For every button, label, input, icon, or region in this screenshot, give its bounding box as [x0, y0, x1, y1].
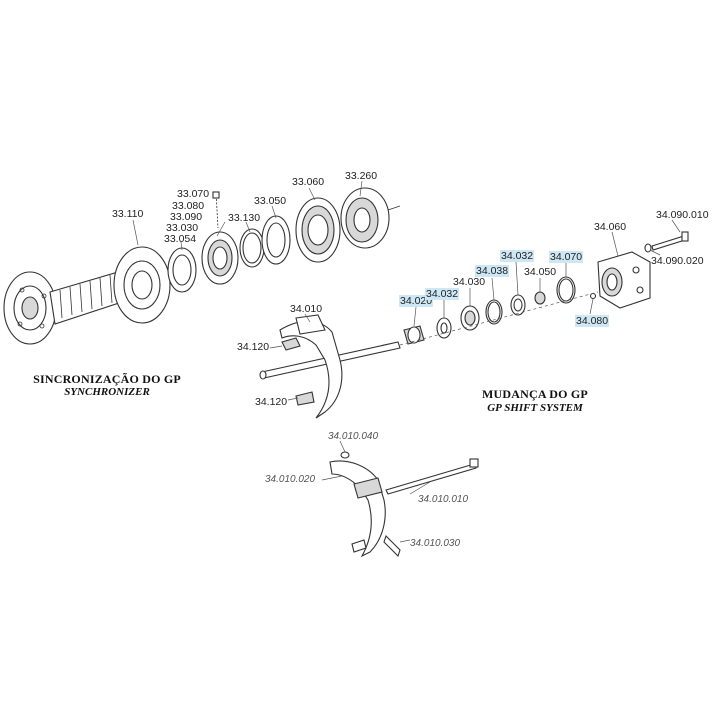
- output-shaft-flange: [3, 269, 129, 345]
- part-34-010-fork: [279, 314, 343, 419]
- label-33-080: 33.080: [172, 200, 205, 212]
- part-33-050-ring: [261, 215, 291, 265]
- label-34-120-lower: 34.120: [255, 396, 288, 408]
- label-33-110: 33.110: [112, 208, 144, 220]
- label-34-120-upper: 34.120: [237, 341, 270, 353]
- label-33-130: 33.130: [228, 212, 261, 224]
- label-34-070: 34.070: [549, 251, 584, 263]
- caption-shift-title: MUDANÇA DO GP: [482, 387, 588, 401]
- caption-sync-title: SINCRONIZAÇÃO DO GP: [33, 372, 181, 386]
- part-33-260-housing: [340, 187, 401, 249]
- label-33-070: 33.070: [177, 188, 210, 200]
- part-34-090-washer: [644, 243, 652, 253]
- label-34-032-b: 34.032: [500, 250, 535, 262]
- label-34-080: 34.080: [575, 315, 610, 327]
- part-33-130-snap-ring: [239, 228, 265, 268]
- label-34-020: 34.020: [399, 295, 434, 307]
- caption-shift-subtitle: GP SHIFT SYSTEM: [487, 402, 583, 414]
- label-34-060: 34.060: [594, 221, 627, 233]
- part-34-038-oring: [485, 299, 503, 325]
- label-34-010: 34.010: [290, 303, 323, 315]
- part-34-090-bolt: [651, 231, 689, 251]
- label-34-010-020: 34.010.020: [265, 474, 316, 485]
- label-33-054: 33.054: [164, 233, 197, 245]
- label-34-010-030: 34.010.030: [410, 538, 461, 549]
- label-33-090: 33.090: [170, 211, 203, 223]
- label-34-038: 34.038: [475, 265, 510, 277]
- part-34-032-washer-a: [436, 317, 452, 339]
- part-34-050-nut: [534, 291, 546, 305]
- label-33-030: 33.030: [166, 222, 199, 234]
- part-33-030-hub: [201, 231, 239, 285]
- fork-subassembly: [329, 451, 479, 558]
- label-34-032-a: 34.032: [425, 288, 460, 300]
- label-33-260: 33.260: [345, 170, 378, 182]
- label-33-060: 33.060: [292, 176, 325, 188]
- label-34-090-010: 34.090.010: [656, 209, 709, 221]
- label-34-010-010: 34.010.010: [418, 494, 469, 505]
- part-33-054-ring: [167, 247, 197, 293]
- part-34-120-upper-pad: [281, 337, 301, 351]
- label-34-030: 34.030: [453, 276, 486, 288]
- label-34-010-040: 34.010.040: [328, 431, 379, 442]
- part-33-110-disc: [113, 246, 171, 324]
- part-33-060-sleeve: [295, 197, 341, 263]
- part-34-020-nut: [403, 325, 425, 345]
- part-34-060-cylinder: [597, 251, 651, 309]
- parts-33-070-080-090-pins: [212, 191, 220, 229]
- caption-sync-subtitle: SYNCHRONIZER: [64, 386, 150, 398]
- part-34-032-washer-b: [510, 294, 526, 316]
- label-34-050: 34.050: [524, 266, 557, 278]
- part-34-070-oring: [556, 276, 576, 304]
- label-34-090-020: 34.090.020: [651, 255, 704, 267]
- label-33-050: 33.050: [254, 195, 287, 207]
- part-34-080-pin: [589, 292, 597, 300]
- part-34-120-lower-pad: [295, 391, 315, 406]
